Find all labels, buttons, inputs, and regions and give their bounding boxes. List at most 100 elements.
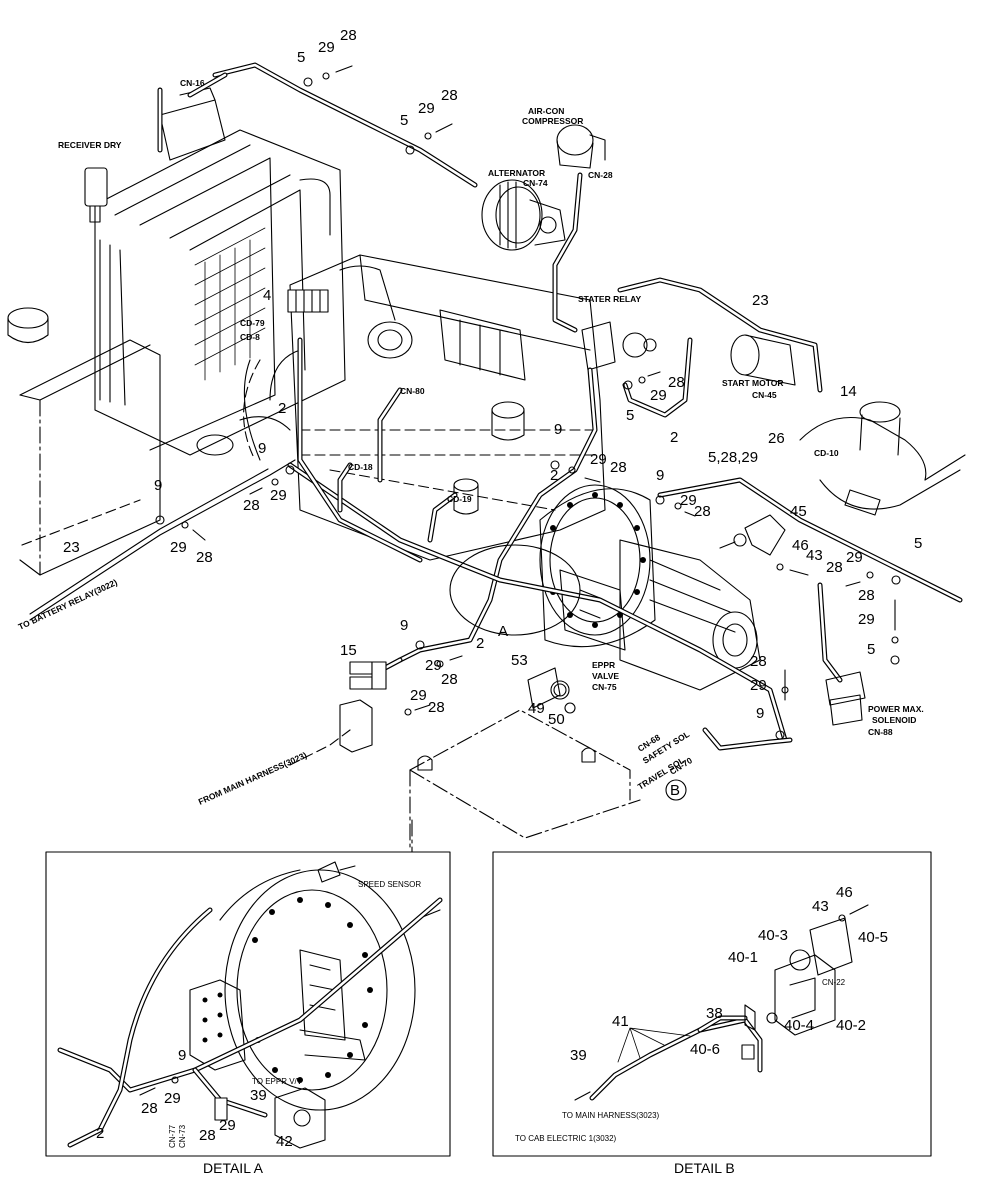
alternator: ALTERNATOR CN-74 [481, 168, 566, 251]
svg-text:2: 2 [476, 635, 484, 652]
receiver-dry-label: RECEIVER DRY [58, 140, 122, 150]
detail-b-callout-39: 39 [570, 1047, 587, 1064]
svg-text:28: 28 [196, 549, 213, 566]
detail-a-callout-28: 28 [141, 1100, 158, 1117]
detail-a-callout-39: 39 [250, 1087, 267, 1104]
detail-b-callout-46: 46 [836, 884, 853, 901]
wire-harness [29, 62, 963, 766]
svg-text:23: 23 [63, 539, 80, 556]
starter-relay: STATER RELAY [578, 294, 657, 371]
detail-a-callout-2: 2 [96, 1125, 104, 1142]
detail-a-marker: A [498, 623, 508, 640]
svg-text:29: 29 [170, 539, 187, 556]
svg-text:9: 9 [656, 467, 664, 484]
svg-text:9: 9 [554, 421, 562, 438]
svg-text:4: 4 [263, 287, 271, 304]
cn88-label: CN-88 [868, 727, 893, 737]
svg-text:29: 29 [418, 100, 435, 117]
detail-b-callout-40-5: 40-5 [858, 929, 888, 946]
exhaust-pipe: CD-10 [799, 401, 966, 516]
to-cab-electric-label: TO CAB ELECTRIC 1(3032) [515, 1134, 617, 1143]
to-eppr-label: TO EPPR V/V [252, 1077, 303, 1086]
eppr-label-1: EPPR [592, 660, 615, 670]
svg-text:29: 29 [425, 657, 442, 674]
detail-a-box: SPEED SENSOR TO EPPR V/V CN-77 CN-73 9 2… [45, 819, 451, 1157]
cn28-label: CN-28 [588, 170, 613, 180]
from-main-harness-label: FROM MAIN HARNESS(3023) [197, 750, 309, 807]
cn75-label: CN-75 [592, 682, 617, 692]
cd18-label: CD-18 [348, 462, 373, 472]
cd8-label: CD-8 [240, 332, 260, 342]
svg-text:28: 28 [750, 653, 767, 670]
cd79-label: CD-79 [240, 318, 265, 328]
fasteners [155, 65, 901, 740]
to-main-harness-label: TO MAIN HARNESS(3023) [562, 1111, 660, 1120]
svg-text:5,28,29: 5,28,29 [708, 449, 758, 466]
svg-text:15: 15 [340, 642, 357, 659]
svg-text:23: 23 [752, 292, 769, 309]
cn80-label: CN-80 [400, 386, 425, 396]
svg-text:50: 50 [548, 711, 565, 728]
detail-a-callout-29: 29 [164, 1090, 181, 1107]
svg-text:14: 14 [840, 383, 857, 400]
svg-text:29: 29 [410, 687, 427, 704]
battery-box [7, 307, 161, 576]
detail-b-callout-40-3: 40-3 [758, 927, 788, 944]
connector-4 [287, 289, 329, 313]
detail-b-callout-40-4: 40-4 [784, 1017, 814, 1034]
svg-text:29: 29 [846, 549, 863, 566]
svg-text:28: 28 [694, 503, 711, 520]
svg-text:28: 28 [668, 374, 685, 391]
svg-text:28: 28 [428, 699, 445, 716]
svg-text:28: 28 [610, 459, 627, 476]
cn77-label: CN-77 [168, 1124, 177, 1148]
callouts-main: 5 29 28 5 29 28 4 2 9 28 29 9 29 28 23 9… [63, 27, 922, 728]
detail-b-callout-43: 43 [812, 898, 829, 915]
svg-text:29: 29 [590, 451, 607, 468]
svg-text:26: 26 [768, 430, 785, 447]
detail-a-callout-9: 9 [178, 1047, 186, 1064]
svg-text:9: 9 [400, 617, 408, 634]
svg-text:45: 45 [790, 503, 807, 520]
svg-text:9: 9 [258, 440, 266, 457]
to-battery-relay-label: TO BATTERY RELAY(3022) [17, 577, 119, 632]
detail-b-callout-40-6: 40-6 [690, 1041, 720, 1058]
power-max-solenoid: POWER MAX. SOLENOID CN-88 [825, 671, 924, 737]
svg-text:28: 28 [858, 587, 875, 604]
svg-text:2: 2 [670, 429, 678, 446]
hydraulic-pump [539, 484, 761, 691]
detail-b-marker-circle [665, 779, 687, 801]
bracket-53 [527, 667, 576, 714]
engine-block [243, 254, 606, 561]
detail-a-caption: DETAIL A [203, 1160, 264, 1176]
svg-text:53: 53 [511, 652, 528, 669]
svg-text:46: 46 [792, 537, 809, 554]
svg-text:5: 5 [867, 641, 875, 658]
receiver-dry: RECEIVER DRY [58, 140, 122, 223]
aircon-label: AIR-CON [528, 106, 564, 116]
svg-text:28: 28 [243, 497, 260, 514]
svg-text:28: 28 [441, 87, 458, 104]
svg-text:5: 5 [914, 535, 922, 552]
svg-text:29: 29 [318, 39, 335, 56]
starter-relay-label: STATER RELAY [578, 294, 641, 304]
eppr-label-2: VALVE [592, 671, 619, 681]
svg-text:29: 29 [750, 677, 767, 694]
cd19-label: CD-19 [447, 494, 472, 504]
detail-a-callout-29b: 29 [219, 1117, 236, 1134]
detail-b-callout-40-1: 40-1 [728, 949, 758, 966]
svg-text:5: 5 [400, 112, 408, 129]
cn74-label: CN-74 [523, 178, 548, 188]
start-motor-label: START MOTOR [722, 378, 784, 388]
svg-text:49: 49 [528, 700, 545, 717]
cn16-label: CN-16 [180, 78, 205, 88]
alternator-label: ALTERNATOR [488, 168, 545, 178]
start-motor: START MOTOR CN-45 [722, 334, 796, 400]
detail-b-marker: B [670, 782, 680, 799]
cn45-label: CN-45 [752, 390, 777, 400]
svg-text:28: 28 [441, 671, 458, 688]
cn22-label: CN-22 [822, 978, 846, 987]
svg-text:28: 28 [340, 27, 357, 44]
svg-text:5: 5 [626, 407, 634, 424]
